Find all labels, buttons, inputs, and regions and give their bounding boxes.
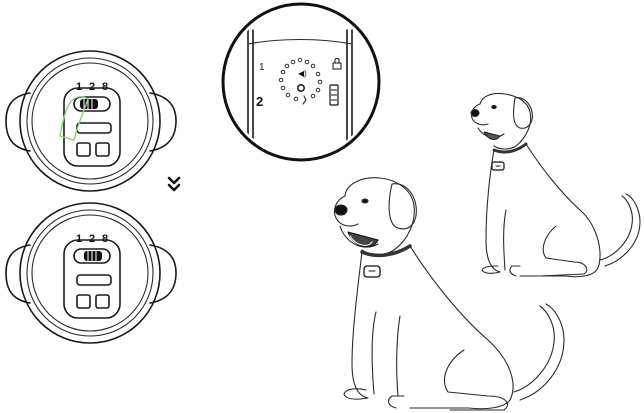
- remote-bottom: 1 2 8: [6, 203, 176, 343]
- channel-label-8: 8: [102, 81, 108, 93]
- remote-button-right[interactable]: [96, 143, 109, 156]
- battery-icon: [330, 85, 338, 105]
- down-chevron-icon: [169, 178, 179, 190]
- remote-top: 1 2 8: [6, 51, 176, 191]
- zoom-digit-1: 1: [259, 62, 265, 73]
- zoom-detail-lens: ◀) 1 2: [223, 4, 379, 160]
- channel-label-2: 2: [89, 81, 95, 93]
- dog-small: [471, 93, 640, 276]
- remote-button-wide[interactable]: [77, 275, 111, 285]
- channel-label-1: 1: [76, 81, 82, 93]
- remote-button-right[interactable]: [96, 295, 109, 308]
- svg-text:◀): ◀): [298, 69, 307, 78]
- channel-label-1: 1: [76, 233, 82, 245]
- remote-button-wide[interactable]: [77, 123, 111, 133]
- dog-large: [334, 178, 564, 410]
- channel-label-2: 2: [89, 233, 95, 245]
- remote-button-left[interactable]: [77, 143, 90, 156]
- zoom-digit-2: 2: [256, 94, 263, 109]
- channel-label-8: 8: [102, 233, 108, 245]
- remote-button-left[interactable]: [77, 295, 90, 308]
- lock-icon: [333, 59, 341, 70]
